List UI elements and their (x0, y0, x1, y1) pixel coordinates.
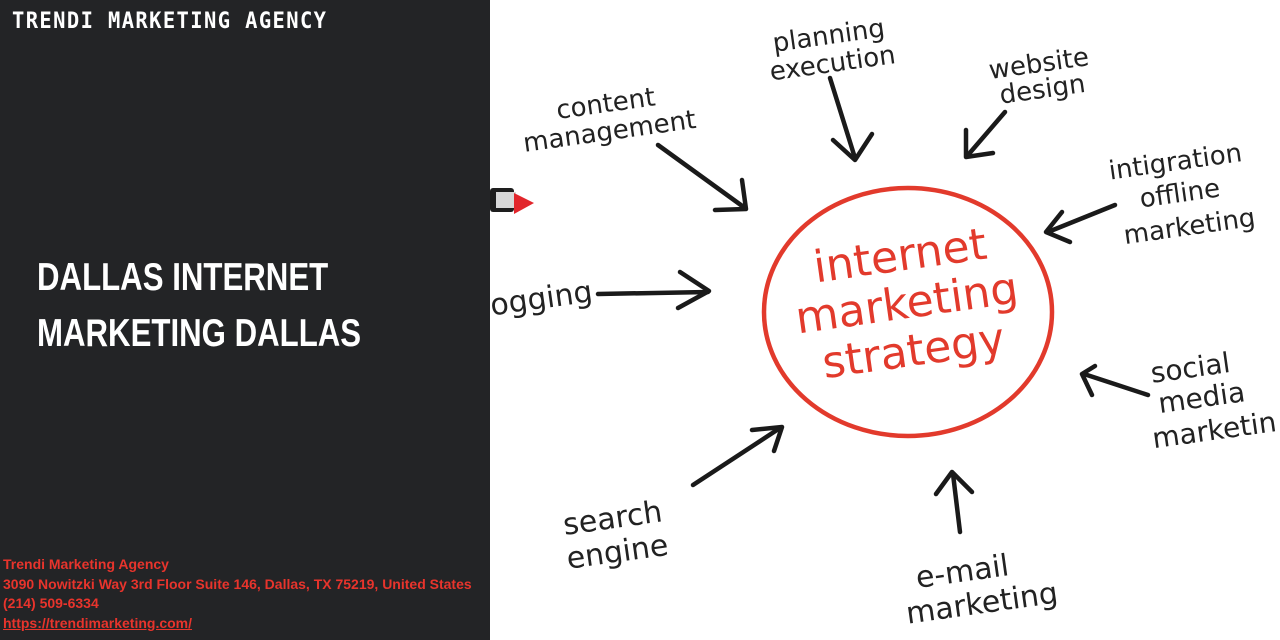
headline-line-2: MARKETING DALLAS (37, 312, 362, 355)
center-circle (761, 185, 1055, 439)
headline-line-1: DALLAS INTERNET (37, 256, 329, 299)
arrow-content-icon (655, 142, 749, 213)
arrow-blogging-icon (595, 269, 712, 311)
left-panel: TRENDI MARKETING AGENCY DALLAS INTERNET … (0, 0, 490, 640)
brand-name: TRENDI MARKETING AGENCY (12, 9, 328, 34)
contact-block: Trendi Marketing Agency 3090 Nowitzki Wa… (3, 555, 472, 633)
headline: DALLAS INTERNET MARKETING DALLAS (37, 250, 361, 362)
arrow-social-icon (1079, 363, 1151, 398)
arrow-email-icon (933, 469, 975, 535)
arrow-integration-icon (1043, 202, 1118, 245)
contact-phone: (214) 509-6334 (3, 595, 99, 611)
marketing-diagram-image: internet marketing strategy planning exe… (490, 0, 1280, 640)
marker-pen-icon (490, 188, 534, 214)
diagram-svg: internet marketing strategy planning exe… (490, 13, 1278, 632)
contact-address: 3090 Nowitzki Way 3rd Floor Suite 146, D… (3, 575, 472, 592)
contact-company: Trendi Marketing Agency (3, 556, 169, 572)
arrow-website-icon (963, 109, 1008, 160)
blogging-label: ogging (490, 274, 595, 323)
contact-website-link[interactable]: https://trendimarketing.com/ (3, 614, 193, 631)
arrow-planning-icon (827, 75, 875, 163)
arrow-search-icon (690, 424, 785, 488)
